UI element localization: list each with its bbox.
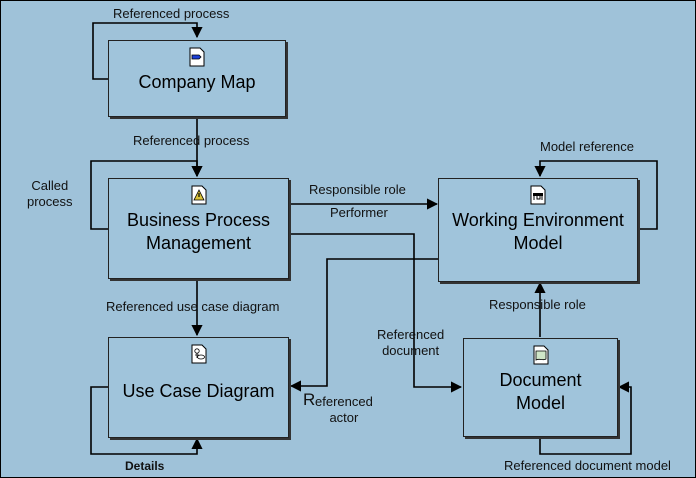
node-business-process-management[interactable]: Business Process Management [108,178,289,279]
node-use-case-diagram[interactable]: Use Case Diagram [108,337,289,438]
use-case-icon [191,344,206,364]
node-document-model[interactable]: Document Model [463,338,618,437]
connector-company-self [92,22,203,80]
use-case-title: Use Case Diagram [122,381,275,401]
label-referenced-process-top: Referenced process [113,6,230,21]
connector-bpm-doc [290,233,463,393]
label-details: Details [125,459,165,473]
document-model-title: Document Model [499,370,582,413]
node-company-map[interactable]: Company Map [108,40,286,117]
label-referenced-process-mid: Referenced process [133,133,250,148]
process-map-icon [189,47,205,67]
process-warning-icon [191,185,206,205]
bpm-title: Business Process Management [126,210,271,253]
working-environment-icon [530,185,546,205]
label-referenced-use-case-diagram: Referenced use case diagram [106,299,280,314]
label-responsible-role-bottom: Responsible role [489,297,586,312]
connector-bpm-self [90,160,203,230]
label-responsible-role-top: Responsible role [309,182,406,197]
label-referenced-document: Referenced document [377,327,445,358]
label-called-process: Called process [27,178,73,209]
label-referenced-actor-initial: R [303,390,316,409]
label-model-reference: Model reference [540,139,634,154]
wem-title: Working Environment Model [452,210,624,253]
company-map-title: Company Map [138,72,256,92]
connector-usecase-self [90,386,203,455]
label-referenced-document-model: Referenced document model [504,458,671,473]
connector-wem-self [534,160,658,230]
label-performer: Performer [330,205,388,220]
connector-doc-self [539,381,632,455]
connector-wem-usecase [289,258,438,392]
document-icon [533,345,548,365]
node-working-environment-model[interactable]: Working Environment Model [438,178,638,282]
label-referenced-actor: eferenced actor [315,394,373,425]
